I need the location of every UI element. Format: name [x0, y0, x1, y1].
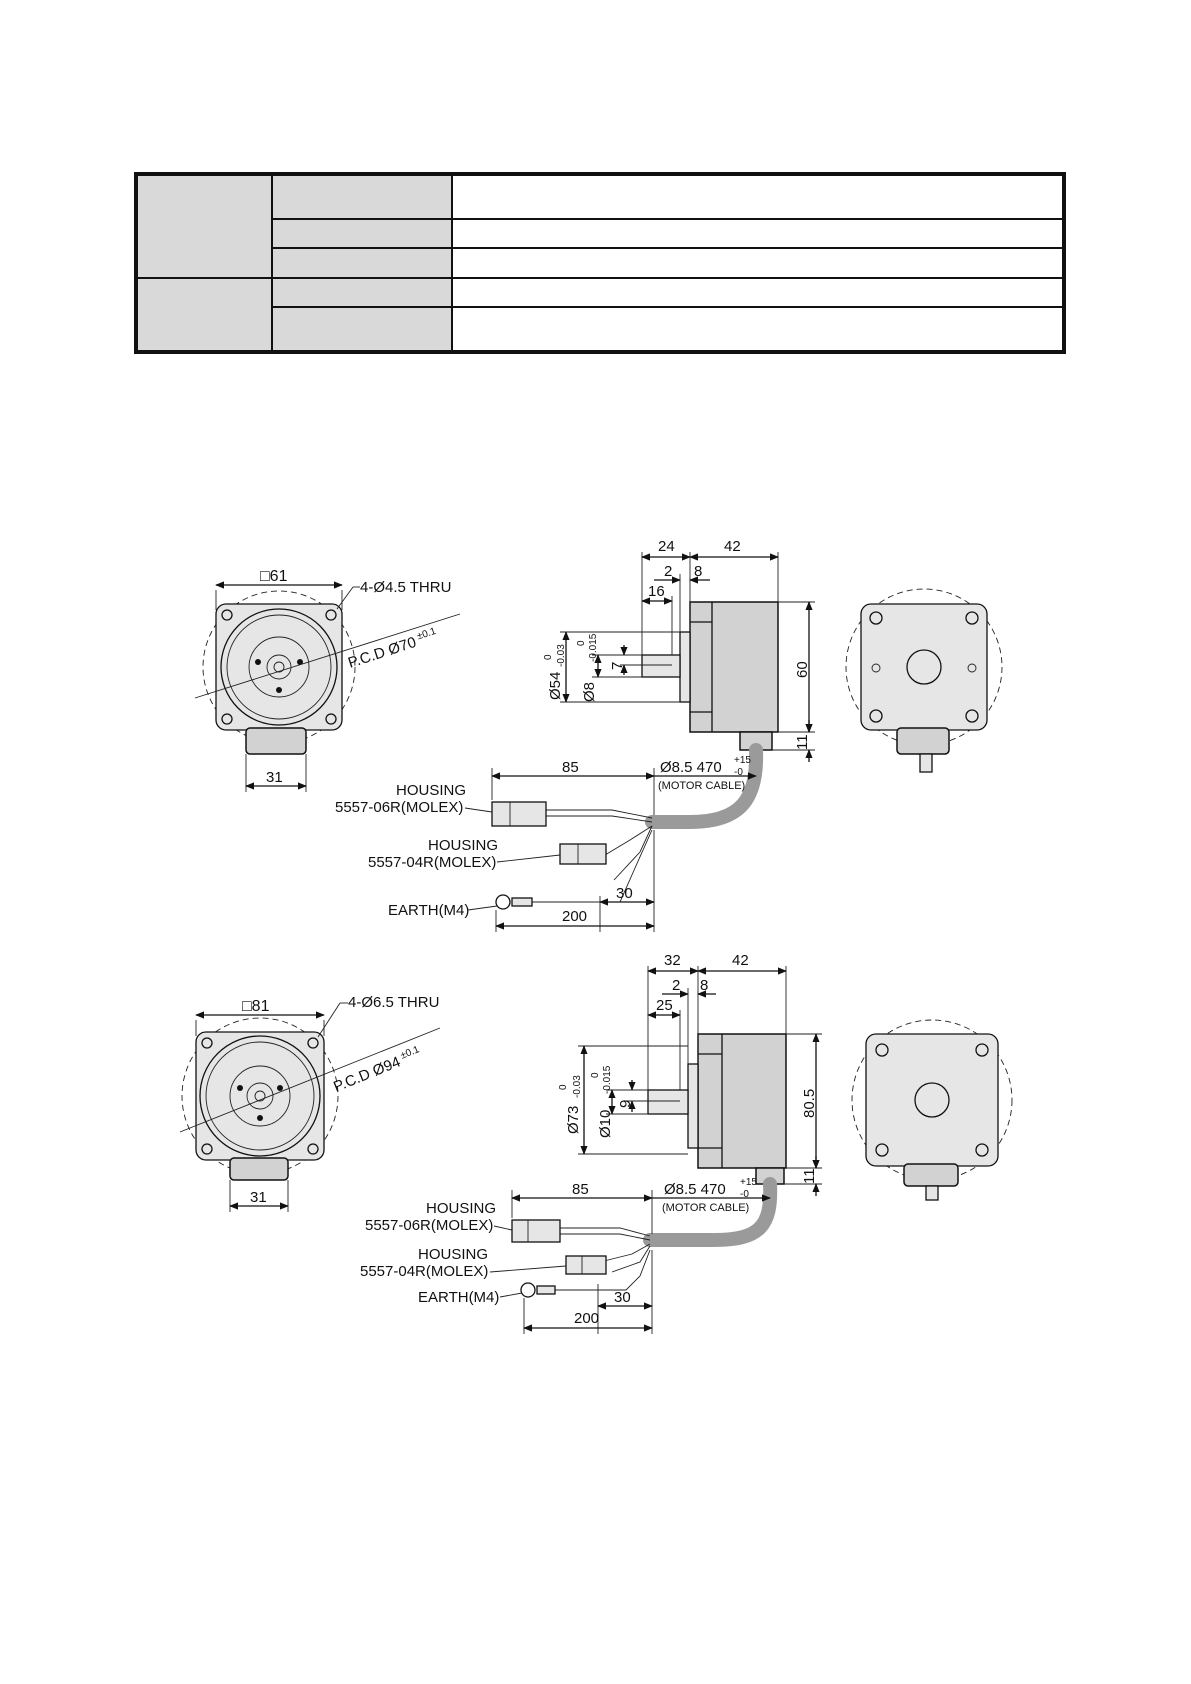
dim-42-label: 42	[724, 538, 741, 555]
spigot-tol-lower: -0.03	[556, 644, 567, 667]
shaft-label: Ø8	[581, 682, 598, 702]
group-cell	[135, 173, 273, 279]
drawing-60: □61 4-Ø4.5 THRU P.C.D Ø70±0.1 3	[194, 538, 1003, 932]
connector-6pin-icon	[511, 1219, 561, 1243]
earth-terminal-icon	[520, 1282, 536, 1298]
housing2-label-b: 5557-04R(MOLEX)	[360, 1263, 488, 1280]
dim-200-label: 200	[574, 1310, 599, 1327]
dim-8-label: 8	[694, 563, 702, 580]
connector-4pin-icon	[559, 843, 607, 865]
cable-tol-upper: +15	[740, 1177, 757, 1188]
front-view-80: □81 4-Ø6.5 THRU P.C.D Ø94±0.1 3	[179, 994, 441, 1212]
value-cell	[451, 306, 1065, 353]
label-cell	[271, 217, 453, 250]
flat-label: 7	[609, 662, 626, 670]
housing2-label-b: 5557-04R(MOLEX)	[368, 854, 496, 871]
base-width-label: 31	[250, 1189, 267, 1206]
housing2-label-a: HOUSING	[418, 1246, 488, 1263]
holes-label: 4-Ø6.5 THRU	[348, 994, 439, 1011]
mount-hole-icon	[201, 1037, 319, 1155]
dim-42-label: 42	[732, 952, 749, 969]
spec-table	[134, 172, 1066, 354]
cable-note-label: (MOTOR CABLE)	[662, 1202, 749, 1214]
cable-note-label: (MOTOR CABLE)	[658, 780, 745, 792]
flat-label: 9	[617, 1100, 634, 1108]
height-label: 60	[794, 661, 811, 678]
value-cell	[451, 173, 1065, 220]
cable-tol-lower: -0	[740, 1189, 749, 1200]
bottom-label: 11	[794, 734, 811, 750]
spigot-label: Ø54	[547, 672, 564, 700]
spigot-tol-upper: 0	[543, 654, 554, 660]
value-cell	[451, 247, 1065, 279]
dim-2-label: 2	[672, 977, 680, 994]
dim-24-label: 24	[658, 538, 675, 555]
table-row	[135, 276, 1065, 354]
pcd-label: P.C.D Ø70±0.1	[346, 626, 440, 672]
value-cell	[451, 276, 1065, 309]
cable-dia-label: Ø8.5 470	[664, 1181, 726, 1198]
dim-25-label: 25	[656, 997, 673, 1014]
side-view-60: 24 42 2 8 16 Ø54 0 -0.03 Ø8 0 -0.015	[335, 538, 815, 932]
cable-dia-label: Ø8.5 470	[660, 759, 722, 776]
bottom-label: 11	[801, 1168, 818, 1184]
drawing-80: □81 4-Ø6.5 THRU P.C.D Ø94±0.1 3	[179, 952, 1013, 1334]
spigot-tol-lower: -0.03	[572, 1075, 583, 1098]
shaft-tol-upper: 0	[590, 1072, 601, 1078]
label-cell	[271, 276, 453, 309]
shaft-tol-lower: -0.015	[588, 633, 599, 662]
dim-30-label: 30	[614, 1289, 631, 1306]
connector-4pin-icon	[565, 1255, 607, 1275]
earth-label: EARTH(M4)	[388, 902, 469, 919]
earth-terminal-icon	[495, 894, 511, 910]
table-row	[135, 173, 1065, 279]
label-cell	[271, 306, 453, 353]
pcd-label: P.C.D Ø94±0.1	[331, 1044, 424, 1096]
dim-30-label: 30	[616, 885, 633, 902]
cable-tol-lower: -0	[734, 767, 743, 778]
spigot-label: Ø73	[565, 1106, 582, 1134]
front-view-60: □61 4-Ø4.5 THRU P.C.D Ø70±0.1 3	[194, 568, 461, 792]
dim-85-label: 85	[562, 759, 579, 776]
group-cell	[135, 276, 273, 354]
connector-6pin-icon	[491, 801, 547, 827]
height-label: 80.5	[801, 1089, 818, 1118]
table-row	[136, 217, 1065, 250]
cable-tol-upper: +15	[734, 755, 751, 766]
dim-85-label: 85	[572, 1181, 589, 1198]
housing2-label-a: HOUSING	[428, 837, 498, 854]
dim-200-label: 200	[562, 908, 587, 925]
dim-32-label: 32	[664, 952, 681, 969]
shaft-tol-upper: 0	[576, 640, 587, 646]
spigot-tol-upper: 0	[558, 1084, 569, 1090]
shaft-tol-lower: -0.015	[602, 1065, 613, 1094]
housing1-label-b: 5557-06R(MOLEX)	[365, 1217, 493, 1234]
side-view-80: 32 42 2 8 25 Ø73 0 -0.03 Ø10 0 -0.015	[360, 952, 822, 1334]
label-cell	[271, 247, 453, 279]
label-cell	[271, 173, 453, 220]
housing1-label-a: HOUSING	[396, 782, 466, 799]
holes-label: 4-Ø4.5 THRU	[360, 579, 451, 596]
rear-view-80	[851, 1019, 1013, 1201]
table-row	[136, 247, 1065, 279]
mount-hole-icon	[221, 609, 337, 725]
base-width-label: 31	[266, 769, 283, 786]
housing1-label-a: HOUSING	[426, 1200, 496, 1217]
earth-label: EARTH(M4)	[418, 1289, 499, 1306]
dim-2-label: 2	[664, 563, 672, 580]
housing1-label-b: 5557-06R(MOLEX)	[335, 799, 463, 816]
dim-8-label: 8	[700, 977, 708, 994]
value-cell	[451, 217, 1065, 250]
shaft-label: Ø10	[597, 1110, 614, 1138]
square-label: □61	[260, 568, 288, 585]
rear-view-60	[845, 588, 1003, 773]
dim-16-label: 16	[648, 583, 665, 600]
square-label: □81	[242, 998, 270, 1015]
table-row	[136, 306, 1065, 353]
